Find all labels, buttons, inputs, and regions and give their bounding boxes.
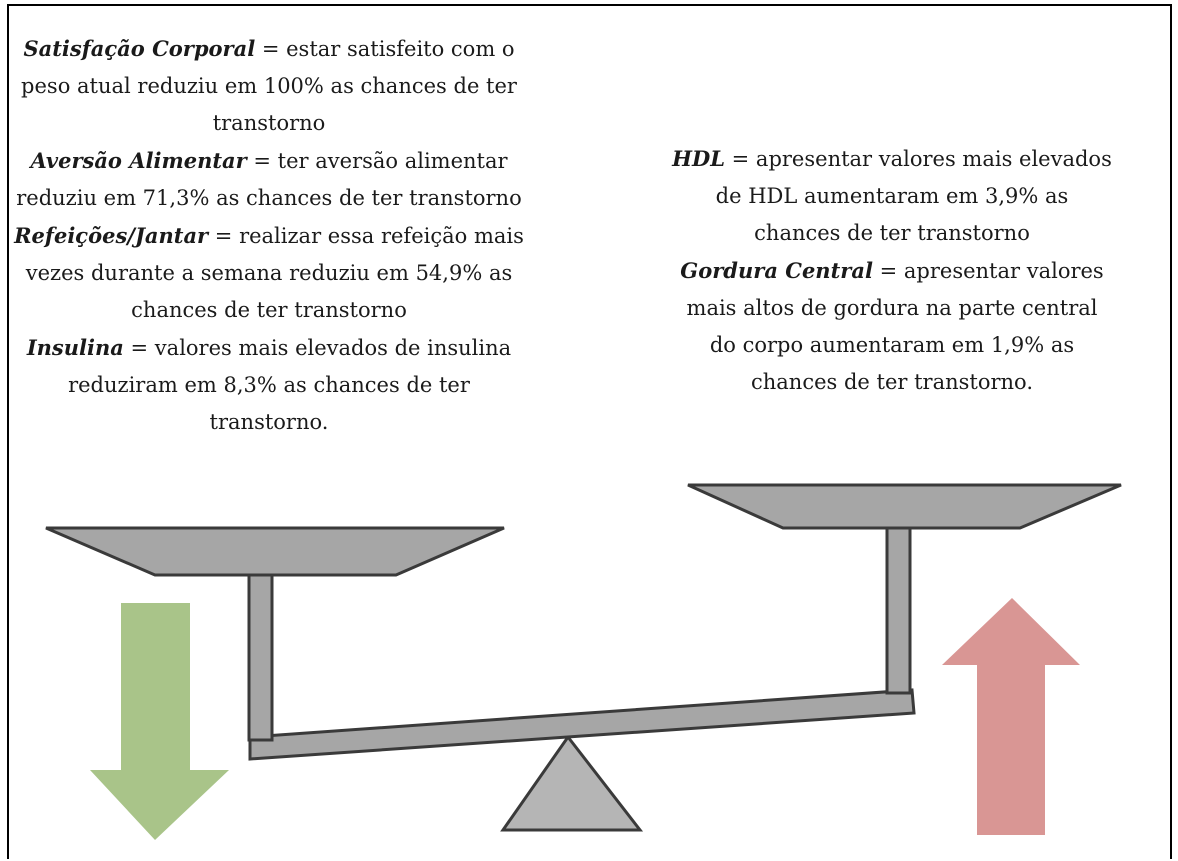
factor-term: Refeições/Jantar — [14, 223, 209, 248]
factor-satisfacao-corporal: Satisfação Corporal = estar satisfeito c… — [14, 30, 524, 142]
factor-term: HDL — [672, 146, 725, 171]
scale-beam — [248, 688, 916, 761]
factor-term: Satisfação Corporal — [23, 36, 256, 61]
factor-refeicoes-jantar: Refeições/Jantar = realizar essa refeiçã… — [14, 217, 524, 329]
factor-description: = realizar essa refeição mais vezes dura… — [25, 224, 524, 322]
factor-term: Insulina — [26, 335, 124, 360]
arrow-up-icon — [942, 598, 1080, 835]
right-post — [885, 526, 912, 695]
factor-hdl: HDL = apresentar valores mais elevados d… — [672, 140, 1112, 252]
factor-gordura-central: Gordura Central = apresentar valores mai… — [672, 252, 1112, 401]
right-factors-text: HDL = apresentar valores mais elevados d… — [672, 140, 1112, 401]
left-scale-pan — [45, 526, 505, 577]
factor-term: Aversão Alimentar — [30, 148, 247, 173]
factor-insulina: Insulina = valores mais elevados de insu… — [14, 329, 524, 441]
factor-description: = apresentar valores mais altos de gordu… — [686, 259, 1104, 394]
factor-description: = estar satisfeito com o peso atual redu… — [21, 37, 517, 135]
left-post — [247, 573, 274, 742]
factor-term: Gordura Central — [680, 258, 873, 283]
right-scale-pan — [687, 483, 1122, 530]
left-factors-text: Satisfação Corporal = estar satisfeito c… — [14, 30, 524, 441]
factor-description: = ter aversão alimentar reduziu em 71,3%… — [16, 149, 522, 210]
factor-description: = apresentar valores mais elevados de HD… — [715, 147, 1112, 245]
factor-description: = valores mais elevados de insulina redu… — [68, 336, 512, 434]
arrow-down-icon — [90, 603, 229, 840]
triangle-fulcrum-icon — [500, 734, 644, 832]
factor-aversao-alimentar: Aversão Alimentar = ter aversão alimenta… — [14, 142, 524, 217]
